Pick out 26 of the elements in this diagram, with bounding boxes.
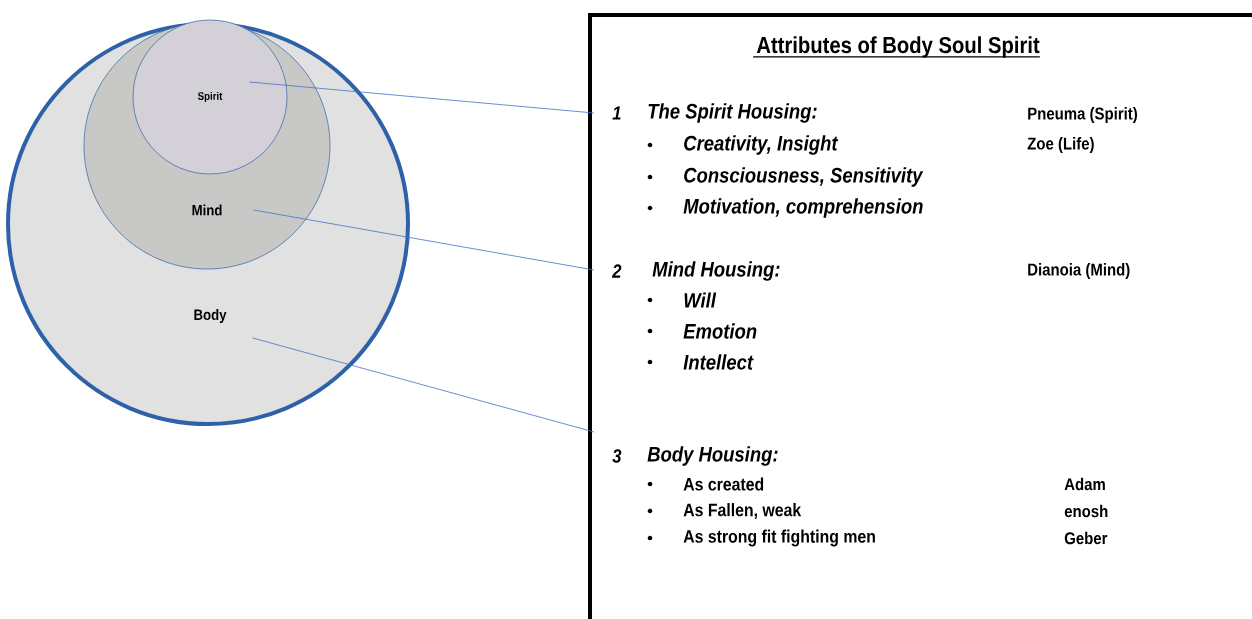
list-item: As Fallen, weak (683, 503, 802, 519)
section-heading: The Spirit Housing: (648, 103, 817, 123)
leader-line (253, 209, 595, 271)
list-item: Creativity, Insight (684, 135, 839, 155)
term-text: Adam (1064, 477, 1105, 491)
term-text: Pneuma (Spirit) (1028, 107, 1137, 123)
term-text: Zoe (Life) (1027, 137, 1094, 153)
section-heading: Mind Housing: (652, 261, 780, 281)
panel (588, 13, 1252, 619)
list-item: As created (683, 477, 764, 491)
section-heading: Body Housing: (647, 446, 778, 466)
term-text: Geber (1064, 531, 1108, 545)
title: Attributes of Body Soul Spirit (752, 36, 1041, 58)
list-item: Consciousness, Sensitivity (684, 167, 924, 187)
leader-line (252, 337, 595, 433)
list-item: Intellect (683, 354, 754, 370)
leader-line (249, 81, 595, 114)
term-text: enosh (1064, 504, 1108, 518)
list-item: Motivation, comprehension (683, 198, 923, 218)
list-item: Will (684, 292, 717, 308)
list-item: As strong fit fighting men (683, 529, 875, 547)
section-number: 1 (612, 106, 621, 120)
list-item: Emotion (683, 323, 757, 339)
term-text: Dianoia (Mind) (1028, 263, 1130, 279)
section-number: 2 (611, 264, 622, 278)
section-number: 3 (612, 449, 622, 463)
